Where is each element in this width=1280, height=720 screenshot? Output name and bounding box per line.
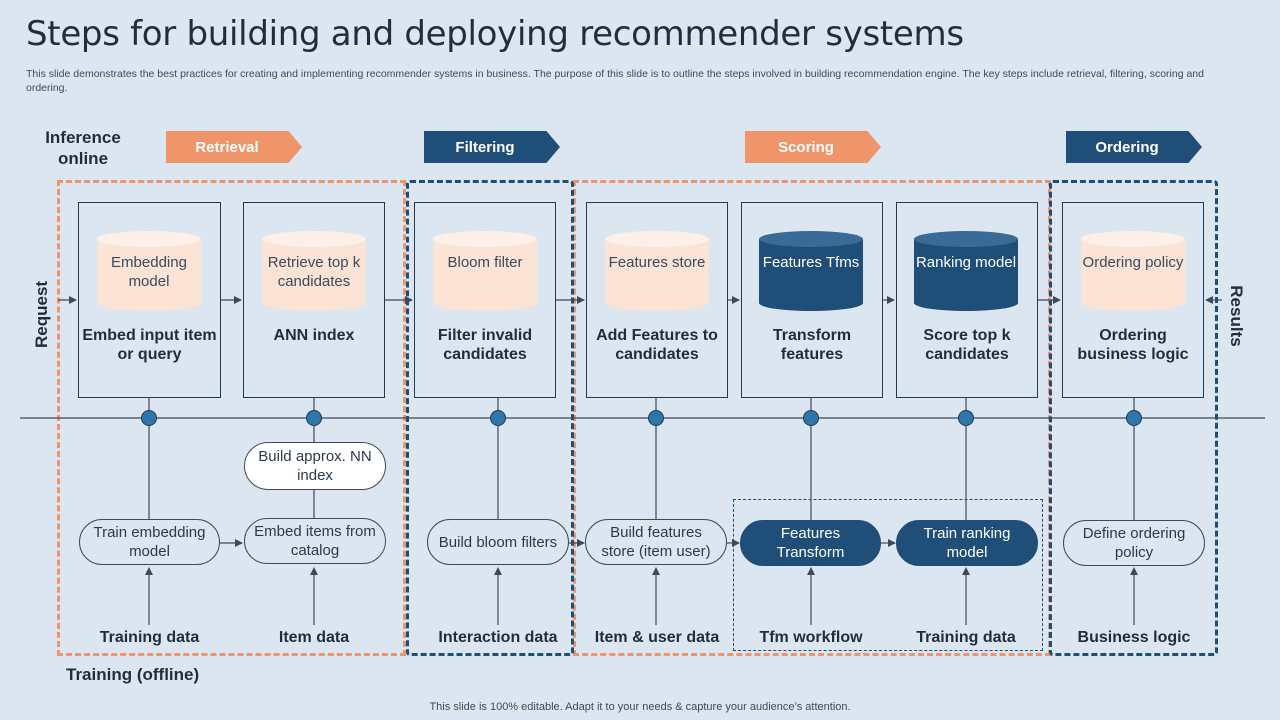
step-box-features	[586, 202, 728, 398]
step-box-filter	[414, 202, 556, 398]
step-label-features: Add Features to candidates	[596, 327, 718, 363]
axis-node	[803, 410, 819, 426]
step-label-ann: ANN index	[273, 327, 355, 344]
train-ranking-model-pill: Train ranking model	[896, 520, 1038, 566]
request-label: Request	[32, 280, 51, 348]
axis-node	[958, 410, 974, 426]
stage-scoring: Scoring	[745, 131, 881, 163]
cylinder-label: Ranking model	[915, 254, 1017, 271]
slide-subtitle: This slide demonstrates the best practic…	[26, 68, 1204, 94]
cylinder-label: Ordering policy	[1082, 254, 1184, 271]
step-label-transform: Transform features	[772, 327, 852, 363]
retrieve-candidates-cylinder: Retrieve top k candidates	[262, 231, 366, 311]
results-label: Results	[1227, 285, 1246, 347]
cylinder-label: Features store	[608, 254, 706, 271]
input-interaction-data: Interaction data	[438, 629, 558, 646]
bloom-filter-cylinder: Bloom filter	[433, 231, 537, 311]
input-tfm-workflow: Tfm workflow	[759, 629, 863, 646]
ranking-model-cylinder: Ranking model	[914, 231, 1018, 311]
step-box-ann	[243, 202, 385, 398]
step-box-embed	[78, 202, 221, 398]
axis-node	[306, 410, 322, 426]
step-box-ordering	[1062, 202, 1204, 398]
input-item-user-data: Item & user data	[594, 629, 720, 646]
axis-node	[141, 410, 157, 426]
cylinder-label: Features Tfms	[762, 254, 860, 271]
step-box-transform	[741, 202, 883, 398]
cylinder-label: Bloom filter	[447, 254, 523, 271]
build-ann-index-pill: Build approx. NN index	[244, 442, 386, 490]
build-features-store-pill: Build features store (item user)	[585, 519, 727, 565]
stage-retrieval: Retrieval	[166, 131, 302, 163]
inference-online-label: Inference online	[45, 128, 121, 168]
train-embedding-pill: Train embedding model	[79, 519, 220, 565]
embedding-model-cylinder: Embedding model	[97, 231, 201, 311]
cylinder-label: Embedding model	[111, 254, 187, 290]
axis-node	[490, 410, 506, 426]
cylinder-label: Retrieve top k candidates	[267, 254, 361, 290]
input-business-logic: Business logic	[1077, 629, 1191, 646]
slide-title: Steps for building and deploying recomme…	[26, 14, 964, 54]
stage-filtering: Filtering	[424, 131, 560, 163]
features-store-cylinder: Features store	[605, 231, 709, 311]
axis-node	[1126, 410, 1142, 426]
input-training-data: Training data	[99, 629, 200, 646]
step-label-ordering: Ordering business logic	[1077, 327, 1189, 363]
step-label-embed: Embed input item or query	[82, 327, 217, 363]
input-item-data: Item data	[278, 629, 350, 646]
define-ordering-policy-pill: Define ordering policy	[1063, 520, 1205, 566]
build-bloom-filters-pill: Build bloom filters	[427, 519, 569, 565]
axis-node	[648, 410, 664, 426]
features-transform-pill: Features Transform	[740, 520, 881, 566]
step-box-score	[896, 202, 1038, 398]
input-training-data-2: Training data	[916, 629, 1016, 646]
step-label-filter: Filter invalid candidates	[437, 327, 533, 363]
training-offline-label: Training (offline)	[66, 665, 200, 684]
features-tfms-cylinder: Features Tfms	[759, 231, 863, 311]
embed-items-pill: Embed items from catalog	[244, 518, 386, 564]
step-label-score: Score top k candidates	[923, 327, 1011, 363]
stage-ordering: Ordering	[1066, 131, 1202, 163]
slide-footer: This slide is 100% editable. Adapt it to…	[429, 701, 851, 713]
ordering-policy-cylinder: Ordering policy	[1081, 231, 1185, 311]
transform-ranking-group	[733, 499, 1043, 651]
